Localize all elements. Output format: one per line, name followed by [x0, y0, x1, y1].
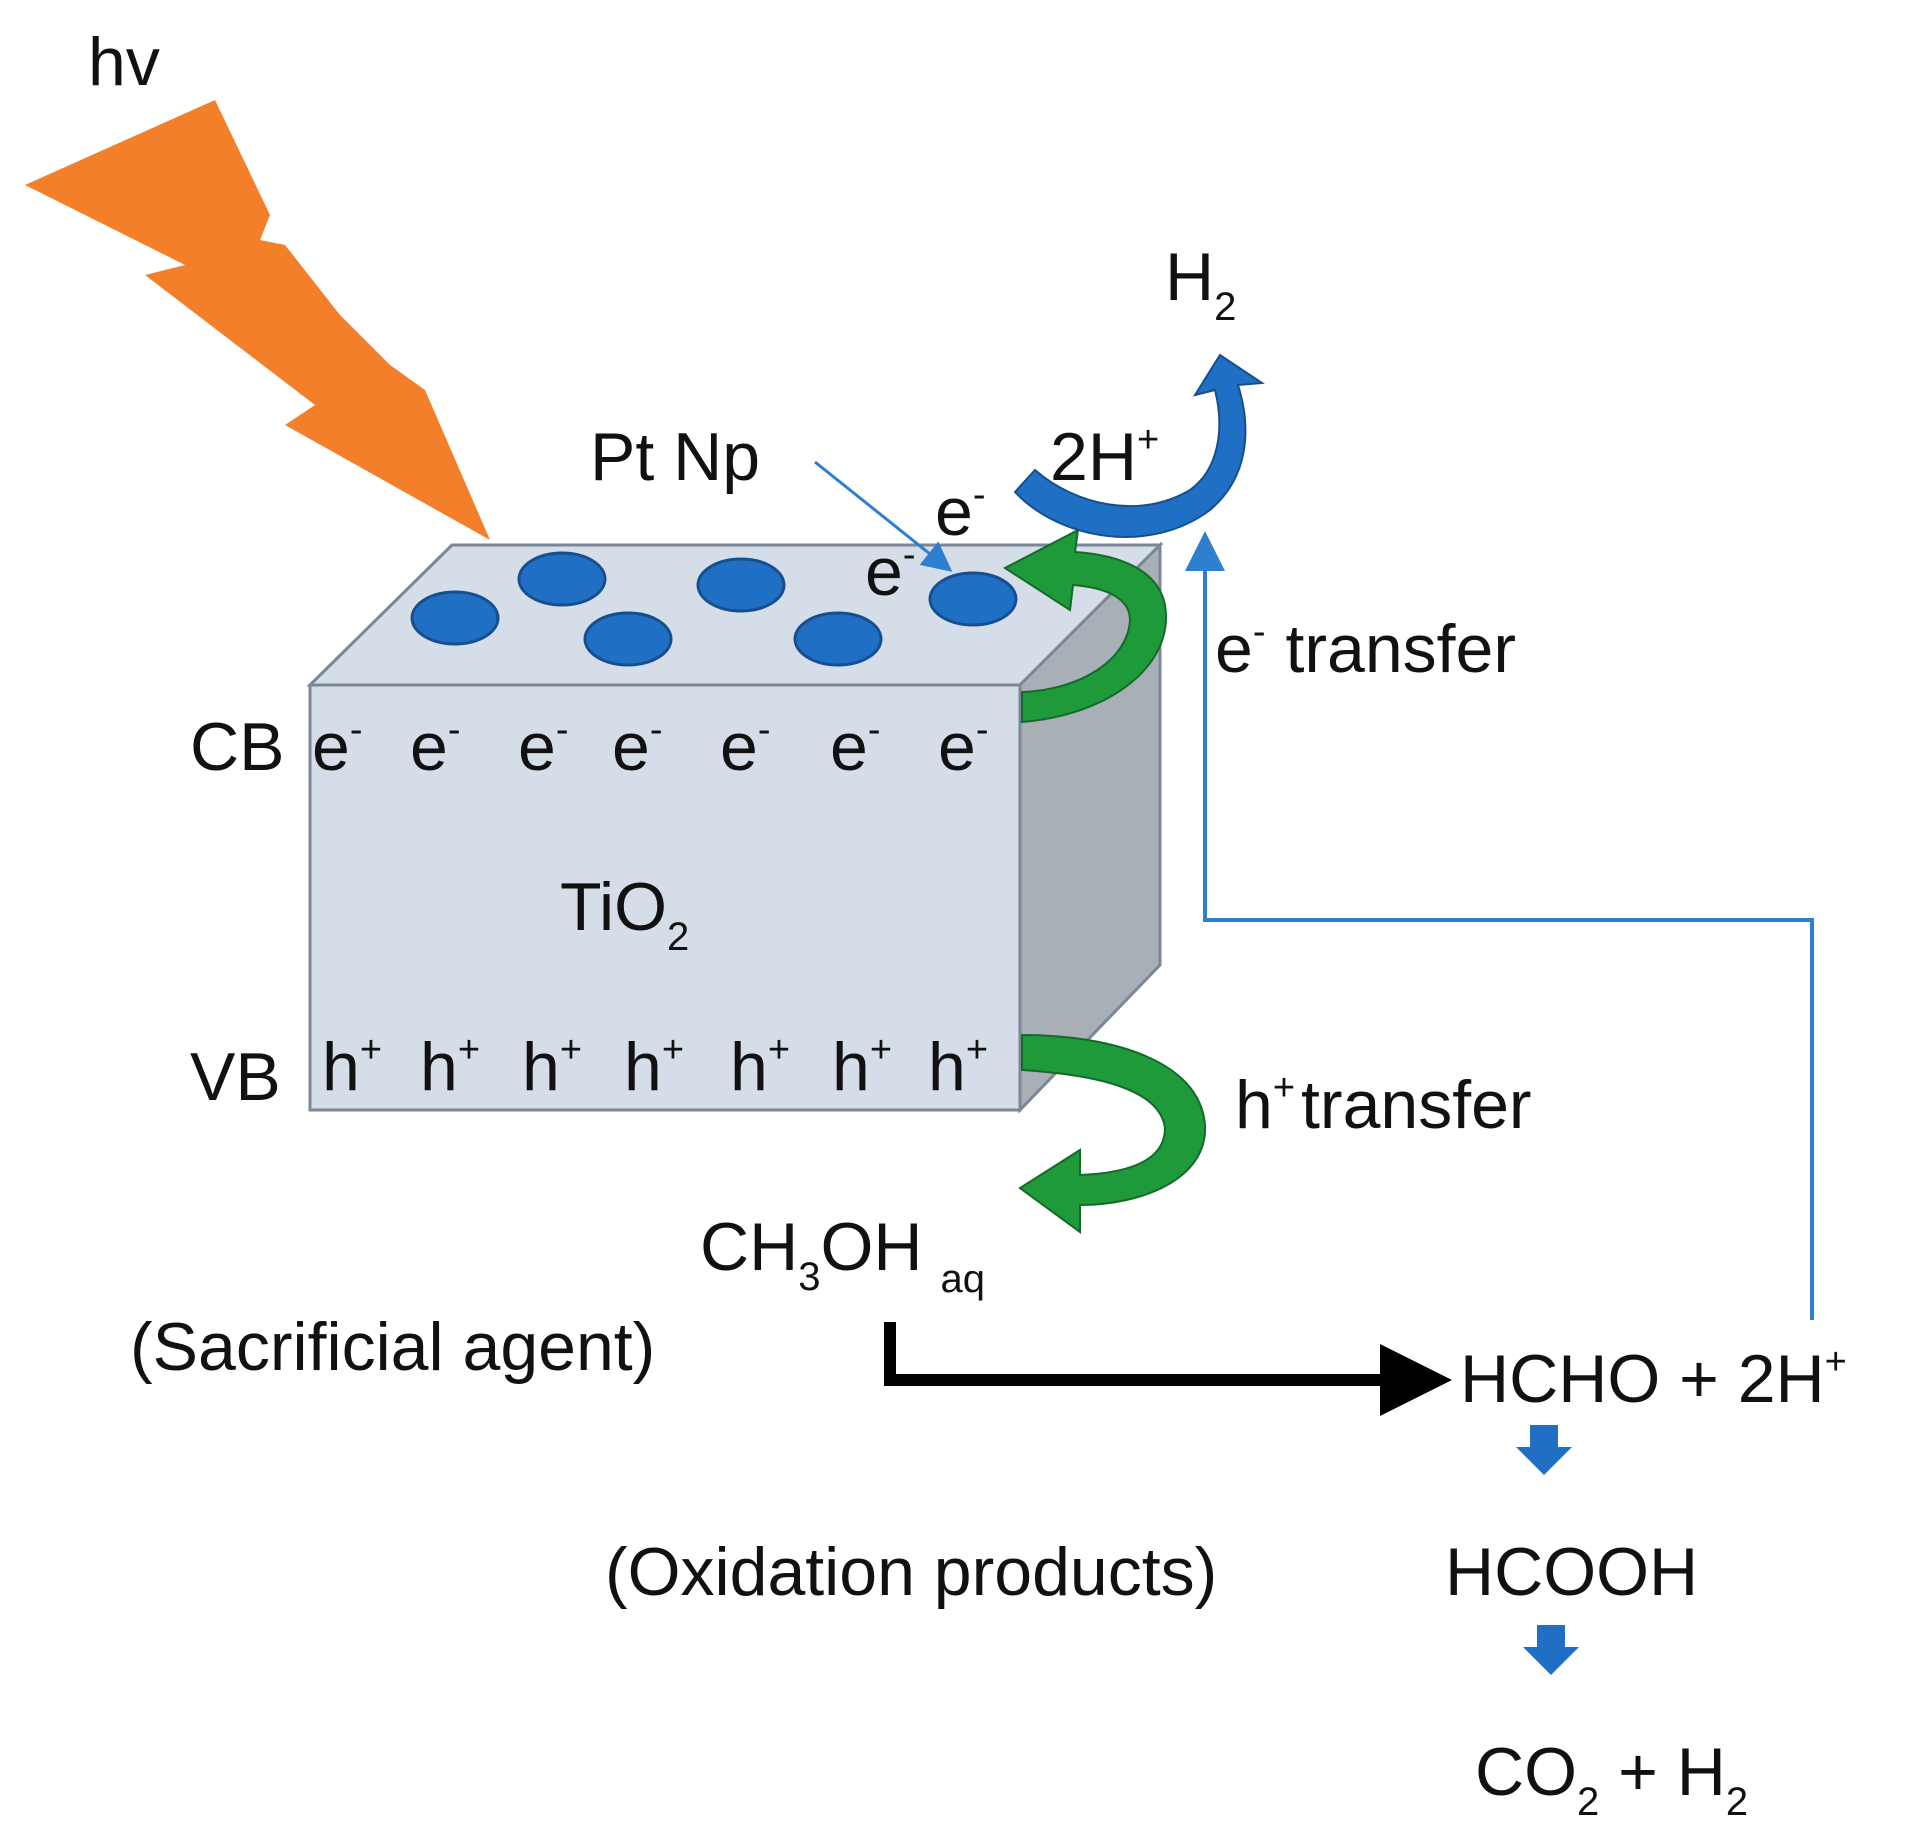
- proton-return-line: [1185, 531, 1814, 1320]
- cb-electrons: e- e- e- e- e- e- e-: [312, 709, 988, 785]
- cb-electron: e-: [938, 709, 988, 785]
- vb-hole: h+: [322, 1029, 382, 1105]
- tio2-label: TiO2: [560, 869, 689, 959]
- formic-acid-step: HCOOH: [1445, 1534, 1698, 1610]
- electron-transfer-label: e-transfer: [1215, 611, 1516, 687]
- vb-holes: h+ h+ h+ h+ h+ h+ h+: [322, 1029, 988, 1105]
- cb-label: CB: [190, 709, 284, 785]
- hole-transfer-label: h+transfer: [1235, 1067, 1532, 1143]
- oxidation-products-label: (Oxidation products): [605, 1534, 1217, 1610]
- vb-hole: h+: [730, 1029, 790, 1105]
- light-label: hv: [88, 24, 160, 100]
- sacrificial-agent-label: (Sacrificial agent): [130, 1309, 655, 1385]
- reduction-arrow: [1013, 353, 1265, 538]
- pt-nanoparticle: [696, 557, 786, 613]
- down-arrow-icon: [1523, 1625, 1579, 1675]
- pt-nanoparticle: [793, 611, 883, 667]
- cb-electron: e-: [312, 709, 362, 785]
- formaldehyde-step: HCHO + 2H+: [1460, 1341, 1847, 1417]
- lightning-bolt-icon: [25, 100, 490, 540]
- vb-hole: h+: [420, 1029, 480, 1105]
- proton-reactant-label: 2H+: [1050, 419, 1159, 495]
- pt-nanoparticle: [583, 611, 673, 667]
- electron-transfer-arrow: [1003, 528, 1168, 724]
- vb-hole: h+: [832, 1029, 892, 1105]
- vb-hole: h+: [624, 1029, 684, 1105]
- down-arrow-icon: [1516, 1425, 1572, 1475]
- pt-nanoparticle: [928, 571, 1018, 627]
- vb-hole: h+: [522, 1029, 582, 1105]
- oxidation-arrow: [884, 1322, 1452, 1416]
- cb-electron: e-: [410, 709, 460, 785]
- pt-nanoparticle: [517, 551, 607, 607]
- pt-np-label: Pt Np: [590, 419, 760, 495]
- vb-hole: h+: [928, 1029, 988, 1105]
- cb-electron: e-: [720, 709, 770, 785]
- pt-nanoparticle: [410, 590, 500, 646]
- hole-transfer-arrow: [1018, 1033, 1207, 1234]
- cb-electron: e-: [518, 709, 568, 785]
- hydrogen-product-label: H2: [1165, 239, 1236, 329]
- pt-nanoparticles: [410, 551, 1018, 667]
- surface-electron: e-: [865, 534, 915, 610]
- surface-electron: e-: [935, 474, 985, 550]
- final-products-step: CO2 + H2: [1475, 1734, 1748, 1824]
- tio2-front-face: [308, 683, 1022, 1112]
- cb-electron: e-: [612, 709, 662, 785]
- cb-electron: e-: [830, 709, 880, 785]
- vb-label: VB: [190, 1039, 281, 1115]
- pt-np-pointer: [814, 460, 953, 572]
